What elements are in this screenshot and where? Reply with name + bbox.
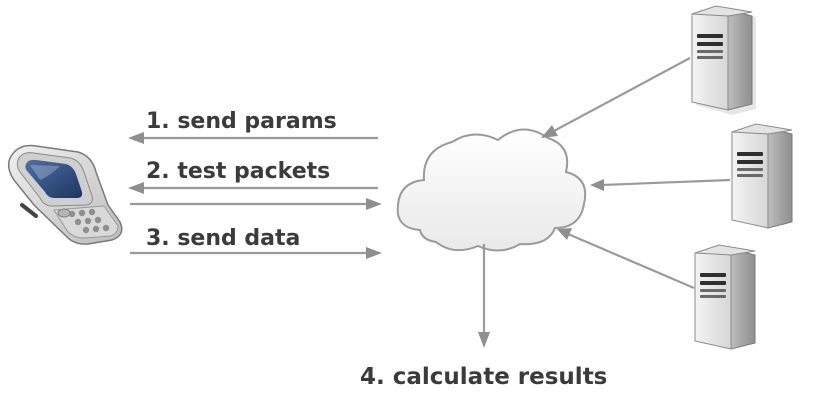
step-4-label: 4. calculate results — [360, 364, 607, 390]
arrow-server-bottom — [557, 228, 695, 290]
arrow-server-top — [541, 57, 691, 138]
server-icon — [731, 123, 793, 229]
arrow-send-params — [128, 132, 378, 144]
server-icon — [694, 244, 756, 350]
mobile-phone-icon — [7, 144, 123, 245]
step-2-label: 2. test packets — [146, 159, 330, 184]
arrow-test-packets-in — [128, 182, 378, 194]
step-1-label: 1. send params — [146, 109, 337, 134]
arrow-calculate-results — [478, 244, 490, 348]
server-icon — [691, 5, 756, 115]
arrow-test-packets-out — [130, 198, 382, 210]
arrow-send-data — [130, 247, 382, 259]
step-3-label: 3. send data — [146, 226, 300, 251]
arrow-server-middle — [590, 178, 731, 191]
cloud-icon — [396, 128, 587, 252]
